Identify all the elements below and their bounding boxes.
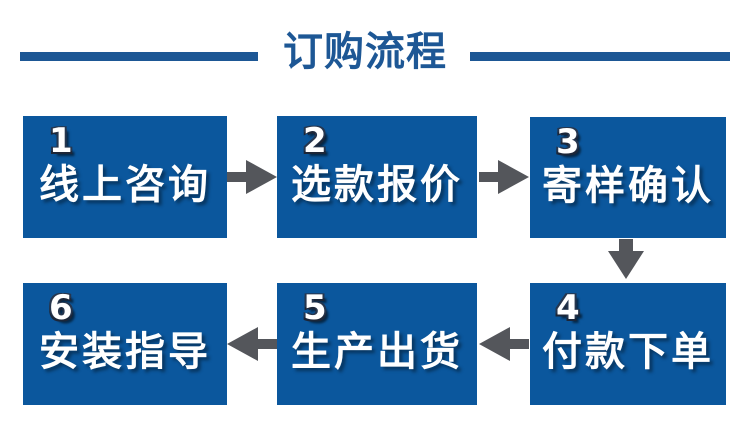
step-number: 3 xyxy=(556,122,580,162)
step-box-6: 6 安装指导 xyxy=(23,283,227,405)
arrow-right-icon xyxy=(227,160,277,194)
arrow-left-icon xyxy=(479,327,529,361)
arrow-right-icon xyxy=(479,160,529,194)
arrow-down-icon xyxy=(608,239,644,279)
step-label: 选款报价 xyxy=(291,162,463,208)
step-number: 2 xyxy=(303,121,327,161)
step-label: 付款下单 xyxy=(542,329,714,375)
step-number: 4 xyxy=(556,288,580,328)
step-number: 1 xyxy=(49,121,73,161)
page-title: 订购流程 xyxy=(283,29,447,75)
step-box-2: 2 选款报价 xyxy=(277,116,477,238)
step-label: 寄样确认 xyxy=(542,163,714,209)
step-number: 5 xyxy=(303,288,327,328)
arrow-left-icon xyxy=(227,327,277,361)
title-rule-right xyxy=(470,52,730,61)
step-label: 生产出货 xyxy=(291,329,463,375)
step-box-3: 3 寄样确认 xyxy=(530,117,726,238)
step-box-4: 4 付款下单 xyxy=(530,283,726,405)
step-label: 线上咨询 xyxy=(39,162,211,208)
title-rule-left xyxy=(20,52,258,61)
step-label: 安装指导 xyxy=(39,329,211,375)
step-box-1: 1 线上咨询 xyxy=(23,116,227,238)
step-box-5: 5 生产出货 xyxy=(277,283,477,405)
step-number: 6 xyxy=(49,288,73,328)
